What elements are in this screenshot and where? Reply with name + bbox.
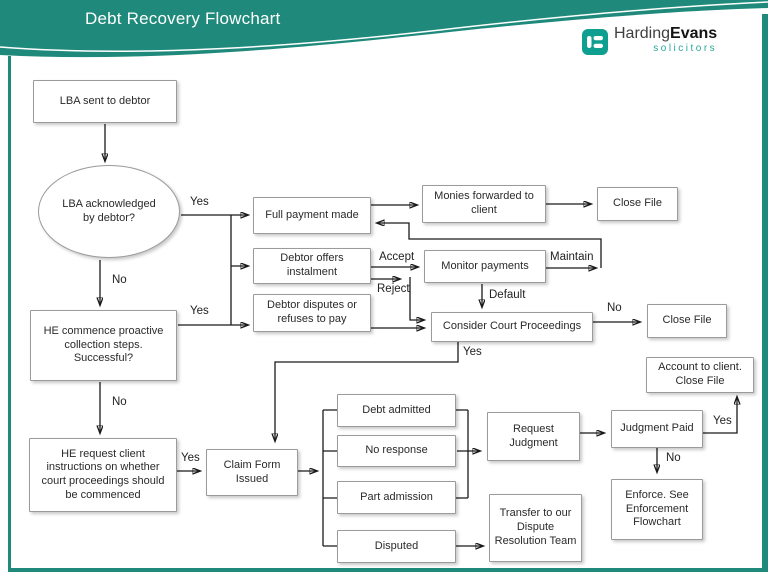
- node-full-payment: Full payment made: [253, 197, 371, 234]
- edge-label-court-yes: Yes: [463, 346, 482, 358]
- node-consider-court: Consider Court Proceedings: [431, 312, 593, 342]
- logo-name: HardingEvans: [614, 26, 717, 42]
- edge-label-accept: Accept: [379, 251, 415, 263]
- node-he-request: HE request client instructions on whethe…: [29, 438, 177, 512]
- he-monogram-icon: [582, 29, 608, 55]
- node-transfer-dispute: Transfer to our Dispute Resolution Team: [489, 494, 582, 562]
- node-close-file-2: Close File: [647, 304, 727, 338]
- node-part-admission: Part admission: [337, 481, 456, 514]
- node-enforce: Enforce. See Enforcement Flowchart: [611, 479, 703, 540]
- wave-shape: [0, 0, 768, 58]
- node-close-file-1: Close File: [597, 187, 678, 221]
- edge-label-commence-yes: Yes: [190, 305, 209, 317]
- edge-label-ack-yes: Yes: [190, 196, 209, 208]
- node-request-judgment: Request Judgment: [487, 412, 580, 461]
- edge-label-paid-yes: Yes: [713, 415, 732, 427]
- header-wave: [0, 0, 768, 58]
- logo-name-harding: Harding: [614, 25, 671, 42]
- edge-label-reject: Reject: [377, 283, 410, 295]
- node-debtor-disputes: Debtor disputes or refuses to pay: [253, 294, 371, 332]
- edge-lines: [100, 124, 737, 546]
- logo-text: HardingEvans solicitors: [614, 26, 717, 54]
- node-monies-forwarded: Monies forwarded to client: [422, 185, 546, 223]
- node-disputed: Disputed: [337, 530, 456, 563]
- node-he-commence: HE commence proactive collection steps. …: [30, 310, 177, 381]
- node-lba-sent: LBA sent to debtor: [33, 80, 177, 123]
- edge-label-commence-no: No: [112, 396, 127, 408]
- node-debt-admitted: Debt admitted: [337, 394, 456, 427]
- wave-highlight-line: [0, 1, 768, 53]
- edge-label-paid-no: No: [666, 452, 681, 464]
- node-no-response: No response: [337, 435, 456, 467]
- edge-label-default: Default: [489, 289, 526, 301]
- logo-name-evans: Evans: [670, 25, 718, 42]
- frame-border-bottom: [8, 568, 762, 572]
- edge-label-ack-no: No: [112, 274, 127, 286]
- edge-label-court-no: No: [607, 302, 622, 314]
- node-lba-acknowledged: LBA acknowledged by debtor?: [38, 165, 180, 258]
- frame-border-right: [762, 14, 768, 572]
- node-account-to-client: Account to client. Close File: [646, 357, 754, 393]
- edge-label-request-yes: Yes: [181, 452, 200, 464]
- node-monitor-payments: Monitor payments: [424, 250, 546, 283]
- node-judgment-paid: Judgment Paid: [611, 410, 703, 448]
- frame-border-left: [8, 56, 11, 572]
- page-title: Debt Recovery Flowchart: [85, 9, 281, 28]
- node-debtor-offers: Debtor offers instalment: [253, 248, 371, 284]
- node-claim-form: Claim Form Issued: [206, 449, 298, 496]
- logo-tagline: solicitors: [653, 43, 718, 54]
- edge-label-maintain: Maintain: [550, 251, 594, 263]
- harding-evans-logo: HardingEvans solicitors: [573, 22, 759, 64]
